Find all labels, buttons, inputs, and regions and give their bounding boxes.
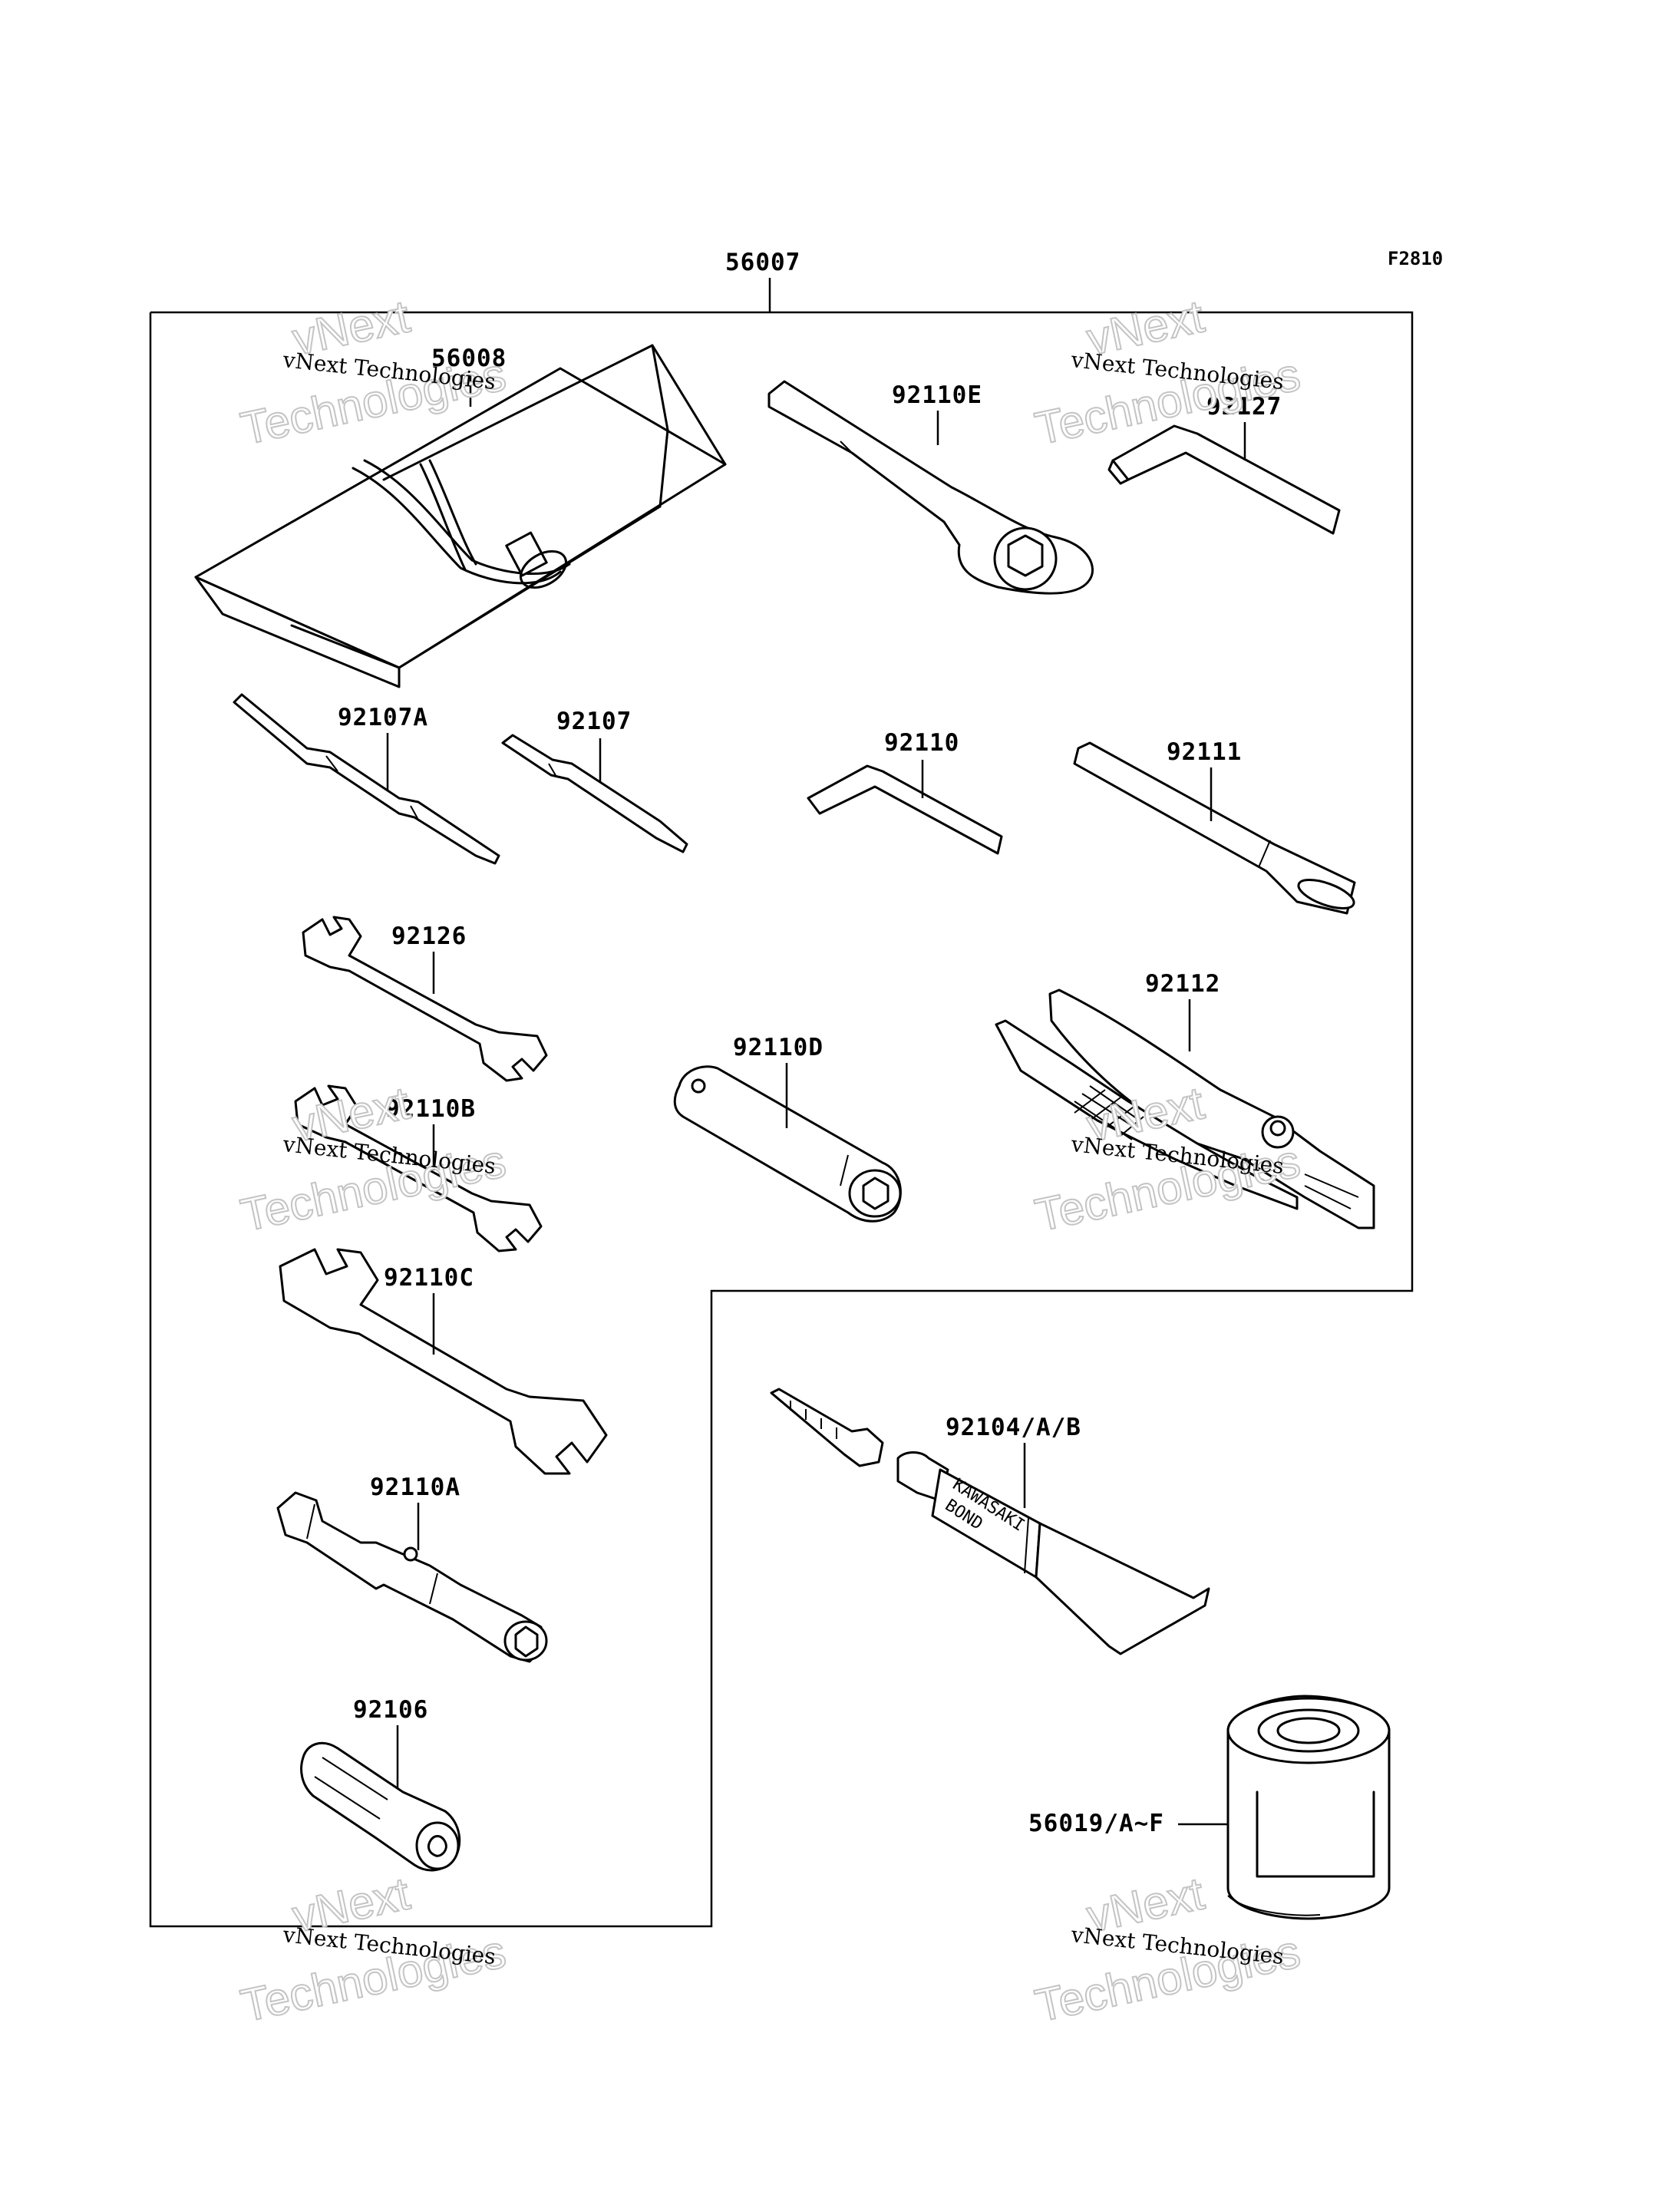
label-92112: 92112 [1145, 970, 1220, 998]
open-end-wrench-92126[interactable] [302, 916, 548, 1082]
screwdriver-handle-92111[interactable] [1073, 741, 1357, 915]
label-92111: 92111 [1167, 738, 1242, 766]
hex-key-92127[interactable] [1107, 424, 1341, 535]
spark-plug-wrench-92110A[interactable] [276, 1491, 548, 1663]
open-end-wrench-92110C[interactable] [279, 1248, 608, 1475]
label-92110E: 92110E [892, 381, 982, 409]
oil-filter-can-56019[interactable] [1226, 1695, 1391, 1920]
socket-wrench-92110D[interactable] [673, 1065, 902, 1223]
bond-tube-92104[interactable] [770, 1388, 1210, 1655]
label-92127: 92127 [1206, 393, 1282, 421]
open-end-wrench-92110B[interactable] [294, 1084, 543, 1252]
label-92106: 92106 [353, 1696, 428, 1724]
hex-key-92110[interactable] [807, 764, 1003, 855]
label-92107: 92107 [556, 708, 632, 735]
screwdriver-bit-92107A[interactable] [233, 693, 500, 865]
pliers-92112[interactable] [995, 988, 1375, 1229]
label-92110D: 92110D [733, 1034, 823, 1061]
figure-code: F2810 [1388, 248, 1443, 269]
screwdriver-bit-92107[interactable] [501, 734, 688, 853]
label-92107A: 92107A [338, 704, 428, 731]
label-92110B: 92110B [385, 1095, 476, 1123]
label-56019: 56019/A~F [1028, 1810, 1164, 1837]
label-92104: 92104/A/B [946, 1414, 1081, 1441]
tool-bag-56008[interactable] [194, 344, 727, 688]
label-92110C: 92110C [384, 1264, 474, 1292]
label-92110: 92110 [884, 729, 959, 757]
label-92126: 92126 [391, 922, 467, 950]
kit-label-56007: 56007 [725, 249, 800, 276]
grip-handle-92106[interactable] [300, 1741, 461, 1872]
kit-boundary [149, 311, 1414, 1928]
label-92110A: 92110A [370, 1474, 460, 1501]
label-56008: 56008 [431, 345, 507, 372]
ring-wrench-92110E[interactable] [767, 380, 1094, 595]
